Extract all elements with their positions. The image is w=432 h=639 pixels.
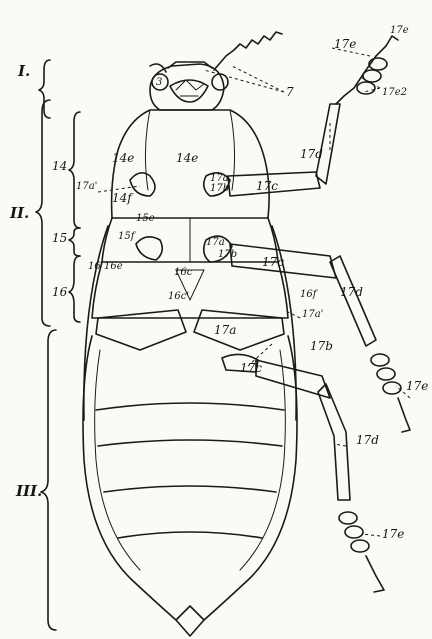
label-region-thorax: II. xyxy=(10,206,29,221)
label-region-head: I. xyxy=(18,64,30,79)
leader-17a-prime xyxy=(288,312,300,318)
label-antenna-club-b: 17e2 xyxy=(382,88,407,98)
mid-tibia-right xyxy=(330,256,376,346)
hind-coxa-right xyxy=(194,310,284,350)
sternite-2 xyxy=(98,440,282,446)
sternite-3 xyxy=(104,486,276,492)
fore-coxa-left xyxy=(130,173,155,196)
fore-tibia-right xyxy=(316,104,340,184)
hind-tibia-right xyxy=(318,384,350,500)
hind-tarsus-2 xyxy=(345,526,363,538)
label-meta-side: 16f xyxy=(300,290,316,300)
leader-lines xyxy=(98,48,410,536)
label-meso-episternum: 15e xyxy=(136,214,155,224)
club-tip xyxy=(386,36,398,46)
mid-tarsus-3 xyxy=(383,382,401,394)
label-metasternum: 16c xyxy=(174,268,192,278)
label-metasternum-b: 16c' xyxy=(168,292,189,302)
club-segment-2 xyxy=(363,70,381,82)
label-fore-trochanter: 17b xyxy=(210,184,229,194)
label-fore-femur: 17c xyxy=(256,180,278,192)
bracket-thorax xyxy=(36,100,50,326)
mid-tarsus-2 xyxy=(377,368,395,380)
bracket-head xyxy=(39,60,50,118)
label-hind-tibia: 17d xyxy=(356,434,379,446)
mid-tarsus-1 xyxy=(371,354,389,366)
sternite-4 xyxy=(118,532,262,538)
label-meso-trochanter: 17b xyxy=(218,250,237,260)
sternite-1 xyxy=(96,403,284,410)
label-meso-femur: 17c xyxy=(262,256,284,268)
label-meta-coxa-ref: 17a' xyxy=(302,310,323,320)
right-antenna-serrate xyxy=(214,32,282,70)
mid-tarsus-claw xyxy=(398,398,410,432)
hind-coxa-left xyxy=(96,310,186,350)
label-meta-flank: 16 xyxy=(88,262,101,272)
hind-tarsus-3 xyxy=(351,540,369,552)
label-meso-coxa: 17a xyxy=(206,238,225,248)
body-outline xyxy=(83,32,410,636)
bracket-prothorax xyxy=(69,112,80,228)
label-meso-tibia: 17d xyxy=(340,286,363,298)
label-hind-coxa: 17a xyxy=(214,324,236,336)
pronotum-suture-right xyxy=(230,110,235,190)
club-segment-1 xyxy=(369,58,387,70)
label-meso-tarsus: 17e xyxy=(406,380,428,392)
left-antenna xyxy=(150,64,166,72)
label-hind-femur: 17c xyxy=(240,362,262,374)
hind-tarsus-1 xyxy=(339,512,357,524)
bracket-mesothorax xyxy=(69,228,80,256)
mid-coxa-left xyxy=(136,237,162,260)
label-palp: 7 xyxy=(286,86,294,98)
label-pronotum-left: 14e xyxy=(112,152,134,164)
leader-tarsus-hind xyxy=(362,534,380,536)
label-antenna-club-tip: 17e xyxy=(390,26,409,36)
hind-tarsus-claw xyxy=(366,556,384,592)
label-antenna-club: 17e xyxy=(334,38,356,50)
label-hind-trochanter: 17b xyxy=(310,340,333,352)
label-region-abdomen: III. xyxy=(16,484,42,499)
label-mandible: 3 xyxy=(156,78,162,88)
bracket-metathorax xyxy=(69,256,80,322)
label-meta-episternum: 16e xyxy=(104,262,123,272)
label-prosternum-flank: 14f xyxy=(112,192,132,204)
label-mesothorax: 15 xyxy=(52,232,67,244)
bracket-abdomen xyxy=(41,330,56,630)
label-metathorax: 16 xyxy=(52,286,67,298)
region-brackets xyxy=(36,60,80,630)
label-meso-epimeron: 15f xyxy=(118,232,134,242)
leader-hind-tib xyxy=(334,444,346,446)
label-prothorax: 14 xyxy=(52,160,67,172)
antenna-club xyxy=(336,46,386,104)
label-hind-tarsus: 17e xyxy=(382,528,404,540)
label-pronotum-right: 14e xyxy=(176,152,198,164)
label-procoxa-ref: 17a' xyxy=(76,182,97,192)
label-antenna-scape: 17d xyxy=(300,148,323,160)
pronotum-suture-left xyxy=(145,110,150,190)
pygidium xyxy=(176,606,204,620)
